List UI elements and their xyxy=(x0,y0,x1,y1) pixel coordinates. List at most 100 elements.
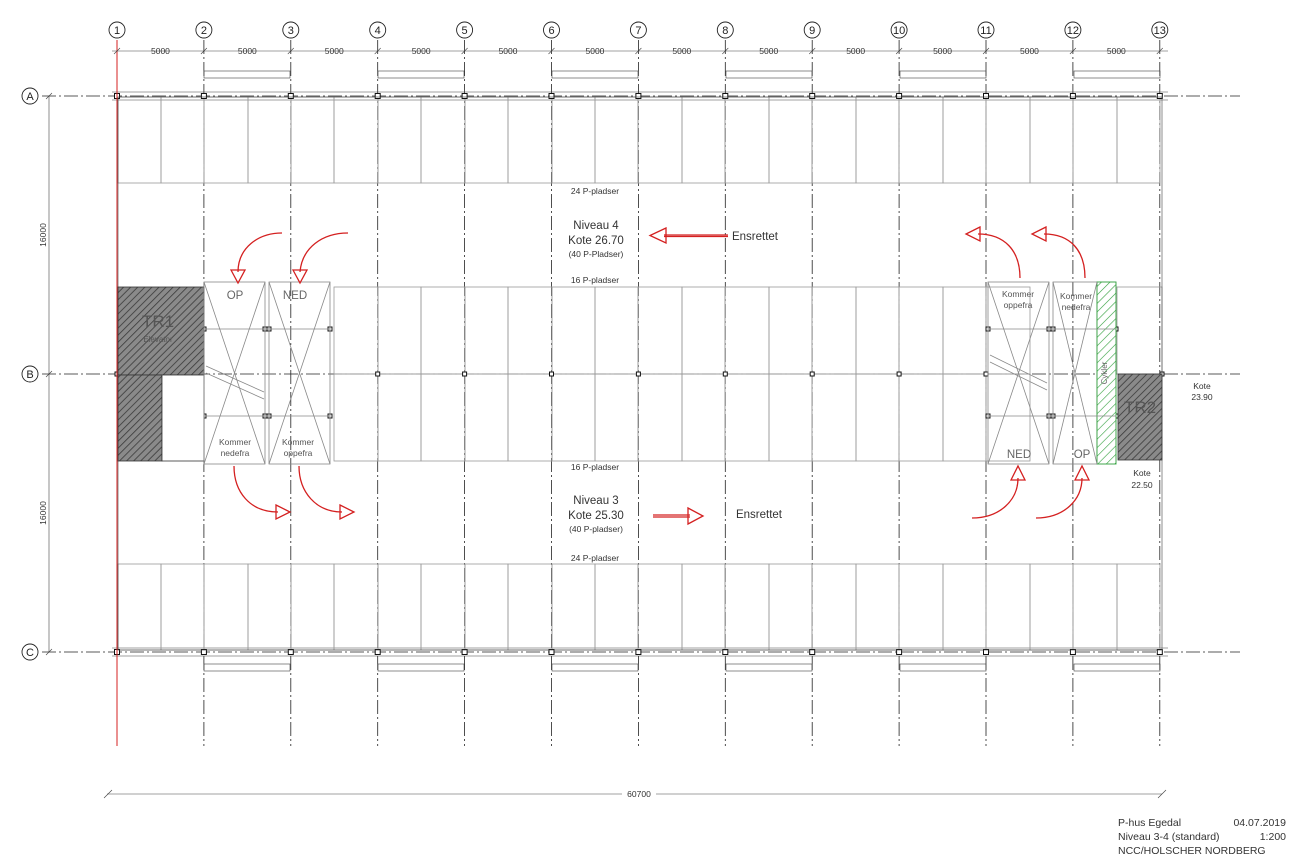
stall-top xyxy=(855,96,900,184)
stall-mid-upper xyxy=(420,286,466,375)
stall-mid-upper xyxy=(377,286,422,375)
stall-top xyxy=(724,96,770,184)
column-marker xyxy=(635,371,641,377)
stair-tr1-sub: Elevator xyxy=(143,335,173,344)
edge-tab-bottom-0 xyxy=(203,663,291,672)
stall-bottom xyxy=(203,563,249,651)
dim-spacing-label: 5000 xyxy=(1020,46,1039,56)
stall-top xyxy=(681,96,726,184)
grid-bubble-col-6 xyxy=(543,21,560,39)
grid-bubble-row-B xyxy=(21,365,39,383)
edge-tab-top-4 xyxy=(899,70,987,79)
ramp-hatch-label: Cykler xyxy=(1100,361,1109,384)
dim-tick xyxy=(722,47,729,55)
dim-spacing-label: 5000 xyxy=(1107,46,1126,56)
stall-mid-lower xyxy=(377,373,422,462)
column-marker xyxy=(809,371,815,377)
grid-label-col-5: 5 xyxy=(462,25,468,37)
stall-mid-lower xyxy=(811,373,857,462)
stall-bottom xyxy=(551,563,596,651)
stall-mid-lower xyxy=(464,373,509,462)
grid-label-col-7: 7 xyxy=(635,25,641,37)
stall-bottom xyxy=(1072,563,1118,651)
stall-top xyxy=(160,96,205,184)
stall-top xyxy=(1072,96,1118,184)
column-marker xyxy=(896,371,902,377)
dim-tick xyxy=(113,47,121,55)
arrow-right-up-1 xyxy=(977,233,1021,279)
edge-tab-bottom-1 xyxy=(377,663,465,672)
ramp-right-from-above-l1: Kommer xyxy=(1002,289,1034,299)
dim-spacing-label: 5000 xyxy=(759,46,778,56)
ramp-left-from-below-l1: Kommer xyxy=(219,437,251,447)
column-marker xyxy=(548,649,555,655)
grid-bubble-row-A xyxy=(21,87,39,105)
ramp-left-from-above-l2: oppefra xyxy=(284,448,313,458)
dim-spacing-label: 5000 xyxy=(499,46,518,56)
stall-bottom xyxy=(855,563,900,651)
column-marker xyxy=(462,371,468,377)
dim-bay-label: 16000 xyxy=(38,501,48,525)
total-length-label: 60700 xyxy=(627,789,651,799)
column-marker xyxy=(548,93,555,99)
grid-lines xyxy=(42,40,1240,746)
stall-bottom xyxy=(768,563,813,651)
grid-bubble-col-13 xyxy=(1151,21,1169,39)
level4-count: (40 P-Pladser) xyxy=(569,249,624,259)
grid-label-row-A: A xyxy=(26,91,34,103)
kote-lower-l1: Kote xyxy=(1133,468,1151,478)
grid-bubble-col-7 xyxy=(629,21,647,39)
stall-bottom xyxy=(160,563,205,651)
level3-title: Niveau 3 xyxy=(573,495,618,507)
stall-mid-upper xyxy=(898,286,944,375)
stall-mid-upper xyxy=(464,286,509,375)
grid-bubble-col-9 xyxy=(803,21,821,39)
column-marker xyxy=(1156,93,1163,99)
level3-count: (40 P-pladser) xyxy=(569,524,623,534)
stall-mid-lower xyxy=(637,373,683,462)
stall-top xyxy=(1029,96,1074,184)
grid-label-col-13: 13 xyxy=(1154,25,1166,37)
ramp-right-from-below-l1: Kommer xyxy=(1060,291,1092,301)
title-date: 04.07.2019 xyxy=(1233,817,1286,829)
stall-top xyxy=(377,96,422,184)
dim-tick xyxy=(374,47,381,55)
stair-tr2: TR2 xyxy=(1117,373,1163,461)
column-marker xyxy=(983,649,989,655)
arrow-left-op xyxy=(237,232,283,273)
grid-label-col-2: 2 xyxy=(201,25,207,37)
stall-mid-upper xyxy=(637,286,683,375)
stall-mid-lower xyxy=(724,373,770,462)
dim-tick xyxy=(287,47,295,55)
stall-mid-lower xyxy=(855,373,900,462)
column-marker xyxy=(461,649,468,655)
arrow-right-up-2 xyxy=(1043,233,1086,279)
stall-bottom xyxy=(420,563,466,651)
column-marker xyxy=(287,649,294,655)
edge-tab-bottom-5 xyxy=(1073,663,1161,672)
stall-top xyxy=(333,96,379,184)
stall-bottom xyxy=(985,563,1031,651)
stall-mid-lower xyxy=(942,373,987,462)
stall-bottom xyxy=(681,563,726,651)
grid-bubble-col-12 xyxy=(1064,21,1082,39)
stall-mid-lower xyxy=(594,373,639,462)
stall-top xyxy=(247,96,292,184)
title-project: P-hus Egedal xyxy=(1118,817,1181,829)
stall-bottom xyxy=(942,563,987,651)
grid-label-col-1: 1 xyxy=(114,25,120,37)
ramp-left-down-label: NED xyxy=(283,290,307,302)
stall-bottom xyxy=(507,563,553,651)
grid-bubble-col-11 xyxy=(977,21,995,39)
stall-mid-upper xyxy=(333,286,379,375)
grid-label-col-10: 10 xyxy=(893,25,905,37)
column-marker xyxy=(635,649,642,655)
traffic-arrows xyxy=(229,225,1091,526)
stalls-lower-mid-label: 16 P-pladser xyxy=(571,462,619,472)
arrow-level4-left xyxy=(664,234,728,238)
column-marker xyxy=(722,649,729,655)
dim-tick xyxy=(45,92,53,100)
grid-bubble-col-10 xyxy=(890,21,908,39)
column-marker xyxy=(896,93,903,99)
